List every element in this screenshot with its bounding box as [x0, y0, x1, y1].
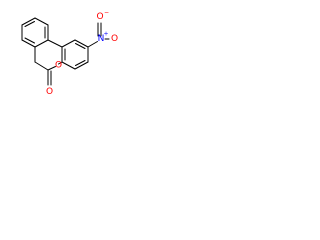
bond [75, 60, 86, 66]
nitro-oxygen-charge: − [104, 10, 109, 17]
bond [24, 37, 35, 44]
nitro-nitrogen-label: N [98, 34, 105, 44]
bond [61, 61, 76, 70]
ring-oxygen-label: O [55, 61, 62, 71]
atom-labels: O − N + O O O [46, 10, 118, 98]
bond [24, 21, 35, 27]
molecule-diagram: O − N + O O O [21, 10, 118, 98]
nitro-nitrogen-charge: + [103, 31, 108, 38]
bond [21, 39, 36, 48]
bond [61, 39, 76, 48]
bond [34, 39, 49, 48]
bond [34, 17, 49, 26]
bond [34, 61, 49, 71]
bond [74, 39, 89, 48]
nitro-oxygen-right-label: O [111, 34, 118, 44]
bond [87, 41, 98, 48]
bond-lines [21, 17, 110, 86]
bond [74, 61, 89, 70]
bond [58, 61, 63, 65]
carbonyl-oxygen-label: O [46, 87, 53, 97]
bond [47, 39, 63, 48]
bond [47, 66, 56, 71]
nitro-oxygen-top-label: O [96, 12, 103, 22]
bond [21, 17, 36, 26]
bond [75, 43, 86, 49]
